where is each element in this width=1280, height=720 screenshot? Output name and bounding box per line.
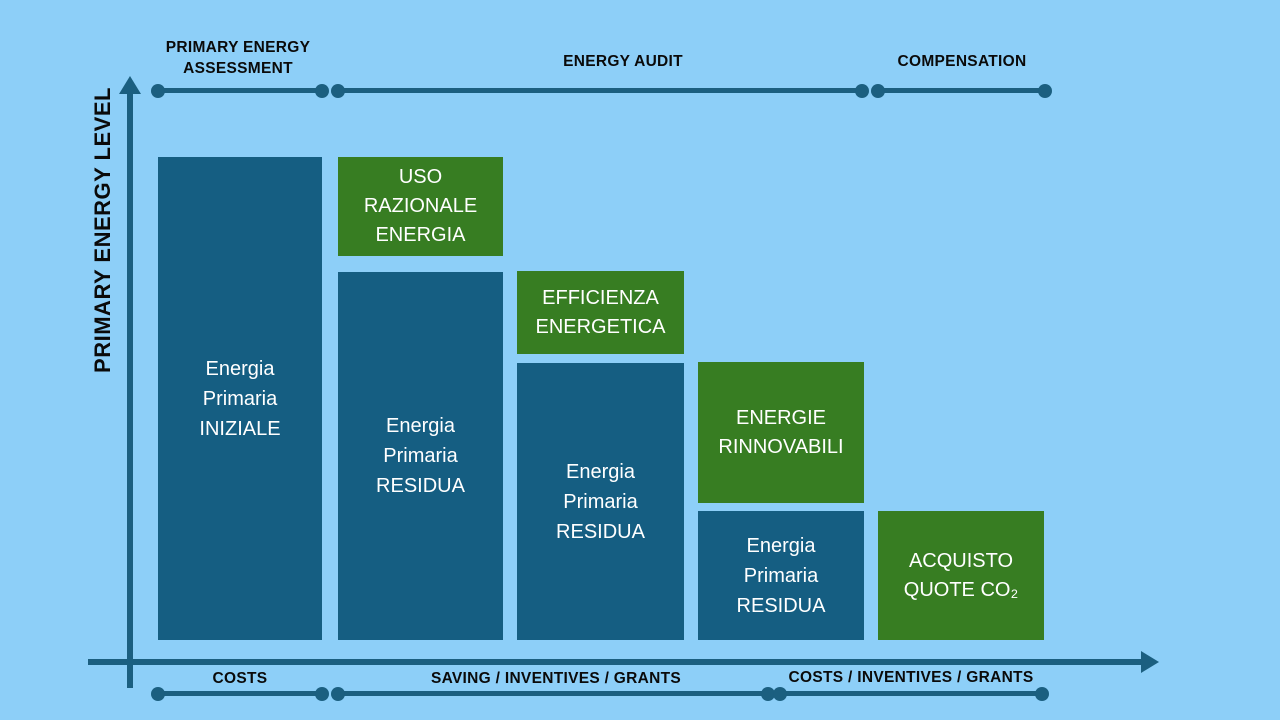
- bar-energia-primaria-residua-1: Energia Primaria RESIDUA: [338, 272, 503, 640]
- phase-label-compensation: COMPENSATION: [897, 53, 1027, 70]
- phase-bracket-primary-energy-assessment: [151, 83, 329, 98]
- bar-energia-primaria-residua-2: Energia Primaria RESIDUA: [517, 363, 684, 640]
- bottom-bracket-costs-inventives-grants: [773, 686, 1049, 701]
- x-axis-line: [88, 659, 1143, 665]
- phase-label-primary-energy-assessment: PRIMARY ENERGY ASSESSMENT: [165, 39, 311, 77]
- green-box-efficienza-energetica: EFFICIENZA ENERGETICA: [517, 271, 684, 354]
- bar-energia-primaria-iniziale: Energia Primaria INIZIALE: [158, 157, 322, 640]
- green-box-uso-razionale-energia: USO RAZIONALE ENERGIA: [338, 157, 503, 256]
- green-box-acquisto-quote-co2: ACQUISTO QUOTE CO₂: [878, 511, 1044, 640]
- phase-label-energy-audit: ENERGY AUDIT: [563, 53, 683, 70]
- bottom-label-saving-inventives-grants: SAVING / INVENTIVES / GRANTS: [430, 670, 682, 687]
- green-box-energie-rinnovabili: ENERGIE RINNOVABILI: [698, 362, 864, 503]
- phase-bracket-compensation: [871, 83, 1052, 98]
- bottom-bracket-costs: [151, 686, 329, 701]
- y-axis-arrow-icon: [119, 76, 141, 94]
- y-axis-line: [127, 92, 133, 688]
- bottom-label-costs: COSTS: [212, 670, 268, 687]
- y-axis-label: PRIMARY ENERGY LEVEL: [90, 87, 115, 373]
- x-axis-arrow-icon: [1141, 651, 1159, 673]
- phase-bracket-energy-audit: [331, 83, 869, 98]
- bottom-label-costs-inventives-grants: COSTS / INVENTIVES / GRANTS: [788, 669, 1034, 686]
- bar-energia-primaria-residua-3: Energia Primaria RESIDUA: [698, 511, 864, 640]
- bottom-bracket-saving-inventives-grants: [331, 686, 775, 701]
